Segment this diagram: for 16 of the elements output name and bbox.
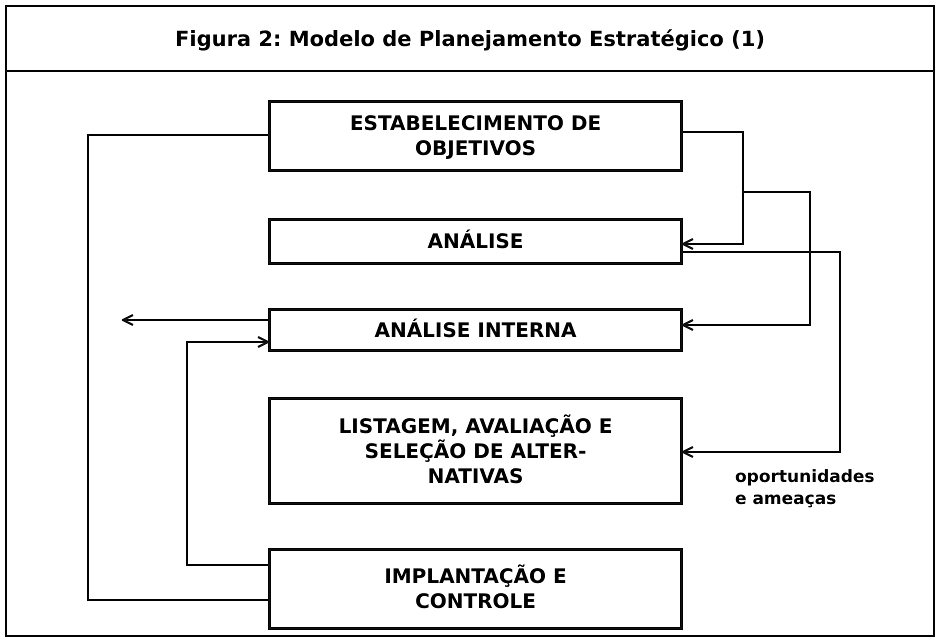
box-label: IMPLANTAÇÃO E CONTROLE [383, 564, 568, 614]
box-label: ESTABELECIMENTO DE OBJETIVOS [348, 111, 602, 161]
connector-arrow [682, 131, 811, 332]
process-box [268, 218, 683, 265]
box-label: LISTAGEM, AVALIAÇÃO E SELEÇÃO DE ALTER- NATIVAS [338, 414, 614, 488]
connector-arrow [186, 336, 270, 566]
connector-arrow [682, 251, 841, 458]
figure-title: Figura 2: Modelo de Planejamento Estratégico (1) [175, 26, 765, 50]
process-box [268, 397, 683, 505]
connector-arrow [122, 314, 268, 326]
box-label: ANÁLISE [428, 229, 524, 254]
process-box [268, 308, 683, 352]
edge-label: oportunidades e ameaças [735, 466, 876, 510]
process-box [268, 548, 683, 630]
process-box [268, 100, 683, 172]
box-label: ANÁLISE INTERNA [374, 318, 576, 342]
